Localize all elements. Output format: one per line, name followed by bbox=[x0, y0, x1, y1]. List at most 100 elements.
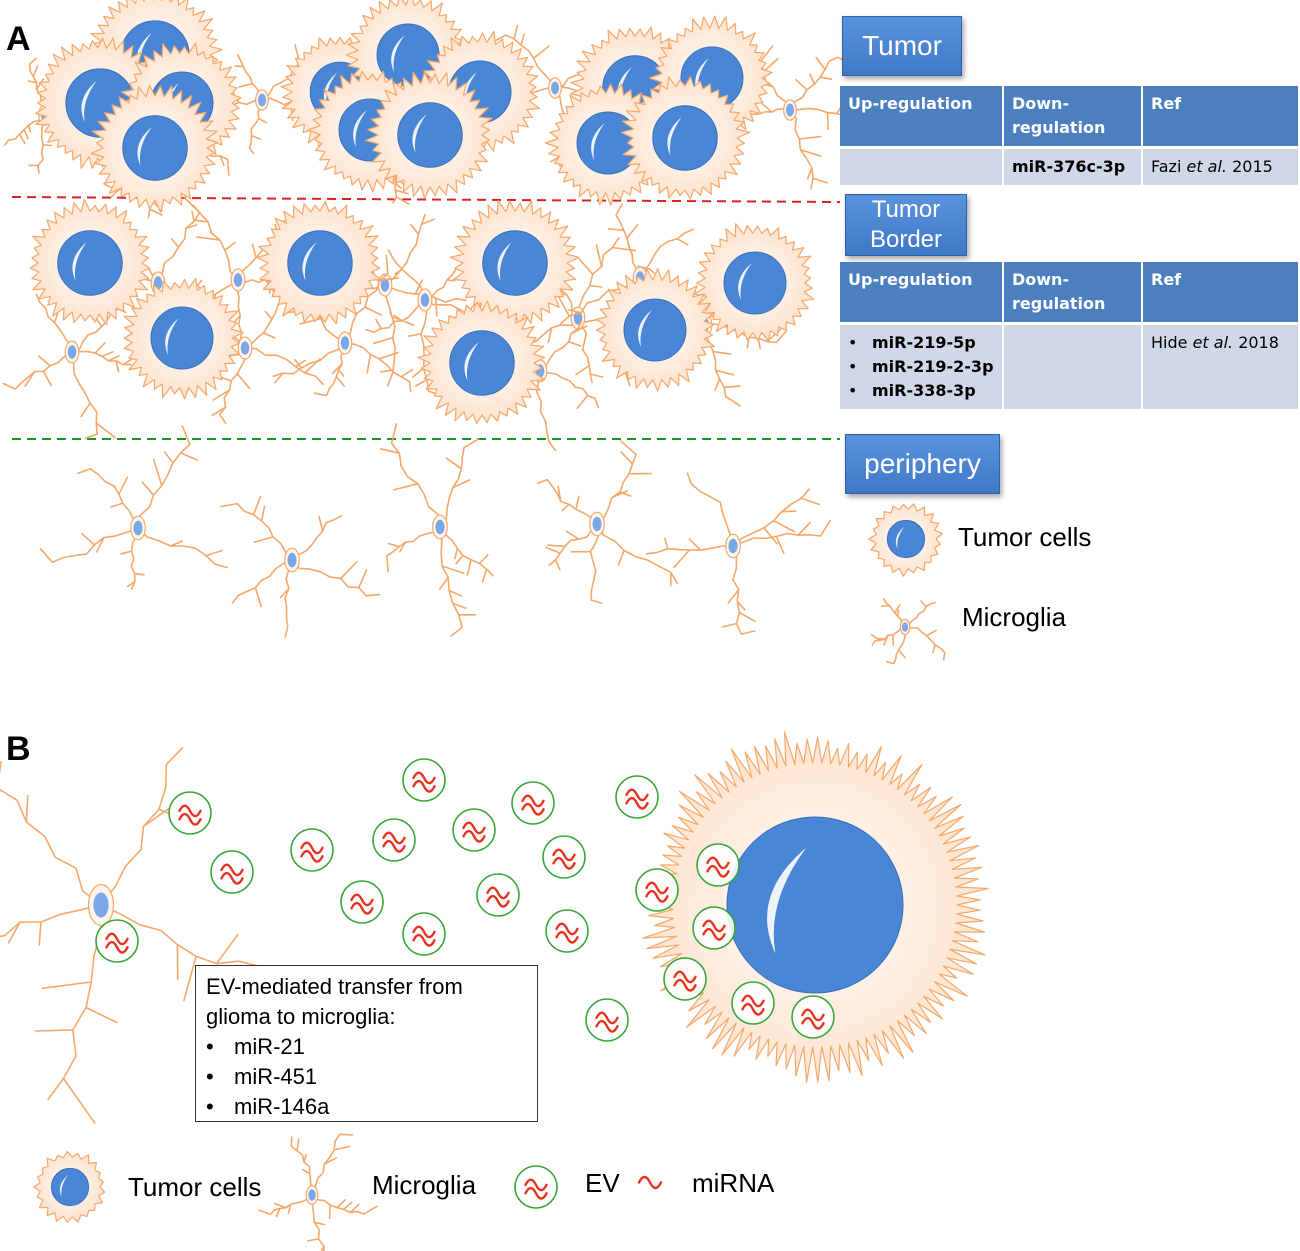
mirna-strand bbox=[412, 925, 436, 939]
ev-vesicle bbox=[402, 758, 446, 802]
microglia-cell bbox=[380, 422, 494, 637]
table-row: miR-376c-3p Fazi et al. 2015 bbox=[840, 147, 1298, 185]
microglia-nucleus bbox=[93, 892, 109, 918]
nucleus-highlight bbox=[895, 526, 905, 550]
up-regulation-cell: miR-219-5p miR-219-2-3p miR-338-3p bbox=[840, 323, 1004, 409]
tumor-cell bbox=[620, 76, 751, 200]
microglia-process bbox=[291, 559, 381, 597]
mirna-strand bbox=[178, 804, 202, 818]
zone-tumor-border-button[interactable]: Tumor Border bbox=[845, 194, 967, 256]
microglia-cell bbox=[258, 1133, 378, 1251]
ref-cell: Fazi et al. 2015 bbox=[1142, 147, 1298, 185]
microglia-process bbox=[39, 527, 139, 564]
table-header-row: Up-regulation Down- regulation Ref bbox=[840, 86, 1298, 149]
microglia-nucleus bbox=[435, 519, 445, 535]
tumor-cell bbox=[868, 503, 944, 577]
zone-periphery-button[interactable]: periphery bbox=[845, 434, 1000, 494]
microglia-process bbox=[192, 204, 239, 281]
ref-year: 2018 bbox=[1233, 333, 1279, 352]
nucleus-highlight bbox=[81, 80, 97, 122]
ev-vesicle bbox=[452, 808, 496, 852]
tumor-cell bbox=[29, 198, 151, 326]
mirna-strand bbox=[462, 829, 486, 843]
tumor-nucleus bbox=[287, 230, 353, 296]
mirna-strand bbox=[552, 856, 576, 870]
mirna-strand bbox=[350, 893, 374, 907]
tumor-nucleus bbox=[623, 298, 687, 362]
tumor-nucleus bbox=[652, 105, 718, 171]
microglia-process bbox=[539, 370, 600, 410]
mirna-strand bbox=[741, 1002, 765, 1016]
list-item: miR-219-5p bbox=[848, 331, 994, 355]
mirna-strand bbox=[412, 933, 436, 947]
nucleus-highlight bbox=[463, 71, 477, 110]
microglia-process bbox=[380, 422, 441, 528]
microglia-process bbox=[596, 440, 652, 525]
mirna-strand bbox=[300, 841, 324, 855]
microglia-process bbox=[439, 438, 480, 528]
tumor-nucleus bbox=[122, 115, 188, 181]
microglia-nucleus bbox=[308, 1189, 316, 1201]
mirna-strand bbox=[412, 771, 436, 785]
legend-b-ev-label: EV bbox=[585, 1168, 620, 1198]
list-item: miR-146a bbox=[206, 1092, 527, 1122]
mirna-strand bbox=[673, 978, 697, 992]
microglia-process bbox=[535, 370, 557, 452]
legend-b-tumor-cells-label: Tumor cells bbox=[128, 1172, 262, 1202]
microglia-nucleus bbox=[901, 622, 909, 632]
legend-b-microglia-label: Microglia bbox=[372, 1170, 477, 1200]
microglia-process bbox=[311, 1133, 354, 1196]
header-down-regulation: Down- regulation bbox=[1003, 86, 1143, 149]
microglia-process bbox=[384, 213, 436, 286]
list-item: miR-451 bbox=[206, 1062, 527, 1092]
up-regulation-cell bbox=[840, 147, 1004, 185]
nucleus-highlight bbox=[638, 309, 652, 348]
microglia-process bbox=[577, 237, 637, 319]
microglia-process bbox=[570, 523, 603, 604]
microglia-nucleus bbox=[550, 81, 560, 95]
mirna-strand bbox=[702, 919, 726, 933]
microglia-process bbox=[704, 324, 741, 407]
microglia-process bbox=[244, 347, 324, 386]
ref-author: Fazi bbox=[1151, 157, 1187, 176]
mirna-strand bbox=[220, 863, 244, 877]
mirna-strand bbox=[552, 848, 576, 862]
nucleus-highlight bbox=[412, 114, 427, 153]
mirna-strand bbox=[105, 932, 129, 946]
ev-vesicle bbox=[663, 957, 707, 1001]
microglia-process bbox=[100, 904, 261, 1002]
microglia-process bbox=[536, 478, 598, 525]
microglia-process bbox=[545, 523, 598, 571]
tumor-cell bbox=[90, 84, 218, 213]
tumor-cell bbox=[595, 268, 716, 392]
microglia-process bbox=[120, 527, 145, 590]
tumor-cell bbox=[449, 199, 580, 327]
microglia-process bbox=[424, 257, 473, 301]
ev-vesicle bbox=[290, 828, 334, 872]
microglia-process bbox=[557, 277, 641, 325]
ev-vesicle bbox=[514, 1165, 558, 1209]
tumor-nucleus bbox=[50, 1167, 90, 1207]
tumor-nucleus bbox=[886, 519, 926, 559]
microglia-process bbox=[870, 626, 906, 647]
microglia-process bbox=[439, 526, 494, 583]
tumor-nucleus bbox=[397, 102, 463, 168]
microglia-cell bbox=[870, 598, 946, 665]
microglia-process bbox=[137, 425, 199, 529]
ev-vesicle bbox=[615, 775, 659, 819]
nucleus-highlight bbox=[165, 317, 179, 356]
mirna-strand bbox=[645, 881, 669, 895]
microglia-process bbox=[0, 761, 102, 906]
microglia-process bbox=[407, 299, 444, 397]
tumor-nucleus bbox=[726, 816, 904, 994]
zone-tumor-button[interactable]: Tumor bbox=[842, 16, 962, 76]
mirna-strand bbox=[706, 856, 730, 870]
nucleus-highlight bbox=[738, 262, 752, 301]
ev-vesicle bbox=[210, 850, 254, 894]
nucleus-highlight bbox=[391, 34, 405, 73]
nucleus-highlight bbox=[695, 57, 709, 96]
tumor-cell bbox=[33, 1150, 106, 1223]
microglia-cell bbox=[2, 293, 138, 439]
tumor-nucleus bbox=[150, 306, 214, 370]
